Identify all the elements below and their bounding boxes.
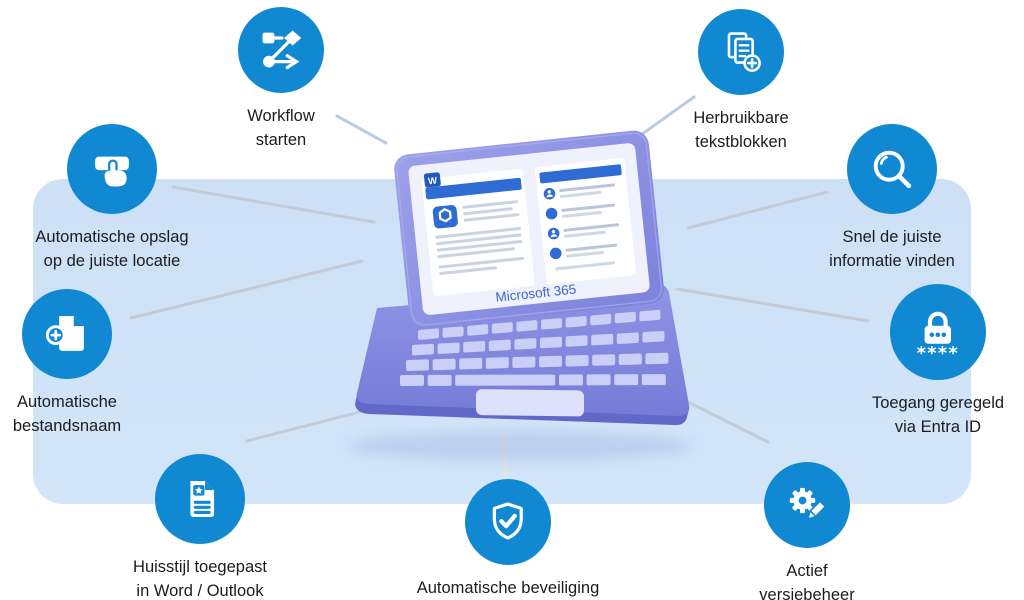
password-lock-icon: ****: [890, 284, 986, 380]
document-logo: [432, 205, 458, 229]
feature-label-line1: Herbruikbare: [693, 109, 789, 127]
feature-label: Automatische bestandsnaam: [0, 391, 177, 438]
feature-workflow-starten: Workflow starten: [171, 7, 391, 152]
feature-label: Toegang geregeld via Entra ID: [828, 392, 1024, 439]
word-document-card: W: [421, 168, 535, 297]
shield-check-icon: [465, 479, 551, 565]
feature-snel-informatie-vinden: Snel de juiste informatie vinden: [782, 124, 1002, 273]
feature-label-line1: Actief: [786, 562, 828, 580]
keyboard: [400, 309, 669, 417]
trackpad: [476, 389, 584, 417]
feature-label-line1: Automatische opslag: [35, 228, 189, 246]
hexagon-icon: [438, 208, 452, 223]
feature-label-line1: Automatische: [17, 393, 117, 411]
feature-label-line2: in Word / Outlook: [136, 581, 264, 600]
copy-add-icon: [698, 9, 784, 95]
laptop-illustration: W: [348, 130, 692, 461]
word-badge: [423, 172, 441, 188]
workflow-icon: [238, 7, 324, 93]
gear-pencil-icon: [764, 462, 850, 548]
feature-label-line2: tekstblokken: [695, 132, 787, 151]
feature-label-line2: starten: [255, 130, 307, 149]
branded-doc-icon: [155, 454, 245, 544]
feature-herbruikbare-tekstblokken: Herbruikbare tekstblokken: [631, 9, 851, 154]
feature-label-line1: Huisstijl toegepast: [133, 558, 267, 576]
feature-automatische-opslag: Automatische opslag op de juiste locatie: [2, 124, 222, 273]
feature-label-line2: op de juiste locatie: [43, 251, 181, 270]
person-icon: [546, 190, 558, 238]
feature-label-line1: Automatische beveiliging: [416, 579, 600, 597]
search-icon: [847, 124, 937, 214]
feature-label: Automatische beveiliging: [398, 577, 618, 600]
feature-label: Huisstijl toegepast in Word / Outlook: [90, 556, 310, 600]
word-badge-letter: W: [428, 175, 438, 187]
feature-label: Automatische opslag op de juiste locatie: [2, 226, 222, 273]
password-asterisks: ****: [917, 343, 959, 361]
laptop-lid: W: [394, 130, 664, 328]
feature-label-line2: via Entra ID: [894, 417, 982, 436]
file-add-icon: [22, 289, 112, 379]
feature-huisstijl-toegepast: Huisstijl toegepast in Word / Outlook: [90, 454, 310, 600]
feature-label-line1: Toegang geregeld: [871, 394, 1005, 412]
laptop-shadow: [348, 431, 692, 461]
feature-label-line2: bestandsnaam: [12, 416, 122, 435]
feature-label-line1: Snel de juiste: [842, 228, 942, 246]
feature-label-line2: informatie vinden: [829, 251, 955, 270]
feature-label: Herbruikbare tekstblokken: [631, 107, 851, 154]
feature-toegang-entra-id: **** Toegang geregeld via Entra ID: [828, 284, 1024, 439]
feature-label-line2: versiebeheer: [759, 585, 855, 600]
feature-automatische-beveiliging: Automatische beveiliging: [398, 479, 618, 600]
feature-actief-versiebeheer: Actief versiebeheer: [697, 462, 917, 600]
feature-label: Workflow starten: [171, 105, 391, 152]
list-card: [534, 158, 637, 285]
feature-label: Actief versiebeheer: [697, 560, 917, 600]
feature-automatische-bestandsnaam: Automatische bestandsnaam: [0, 289, 177, 438]
press-button-icon: [67, 124, 157, 214]
feature-label: Snel de juiste informatie vinden: [782, 226, 1002, 273]
feature-label-line1: Workflow: [247, 107, 315, 125]
